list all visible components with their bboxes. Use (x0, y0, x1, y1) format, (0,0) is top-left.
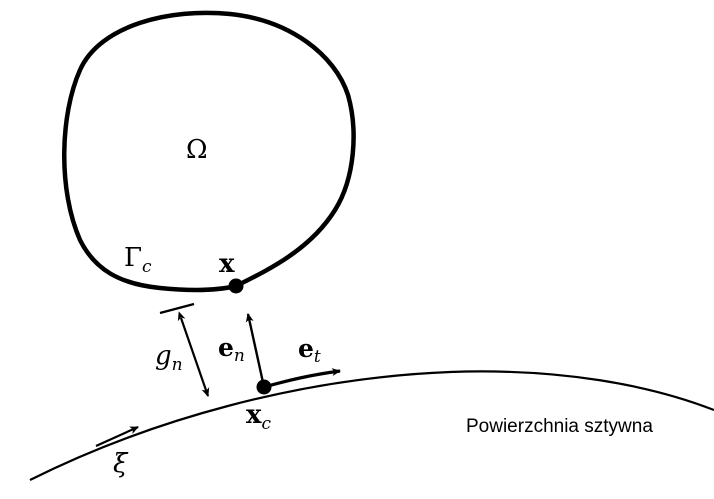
gap-double-arrow (177, 311, 210, 397)
rigid-surface-label: Powierzchnia sztywna (466, 416, 653, 437)
tangent-vector-label: et (298, 334, 321, 367)
boundary-label: Γc (124, 243, 152, 277)
point-xc-label: xc (246, 400, 272, 434)
gap-tick-mark (159, 302, 195, 315)
point-xc (256, 379, 272, 395)
point-x-label: x (219, 249, 235, 279)
point-x (228, 278, 244, 294)
param-label: ξ (113, 449, 129, 479)
rigid-surface-curve (29, 370, 714, 481)
xi-direction-arrow (95, 425, 139, 448)
normal-vector-label: en (218, 333, 245, 366)
gap-label: gn (155, 341, 183, 375)
domain-label: Ω (186, 135, 208, 165)
deformable-body-outline (62, 10, 356, 293)
normal-vector-arrow (245, 313, 266, 388)
